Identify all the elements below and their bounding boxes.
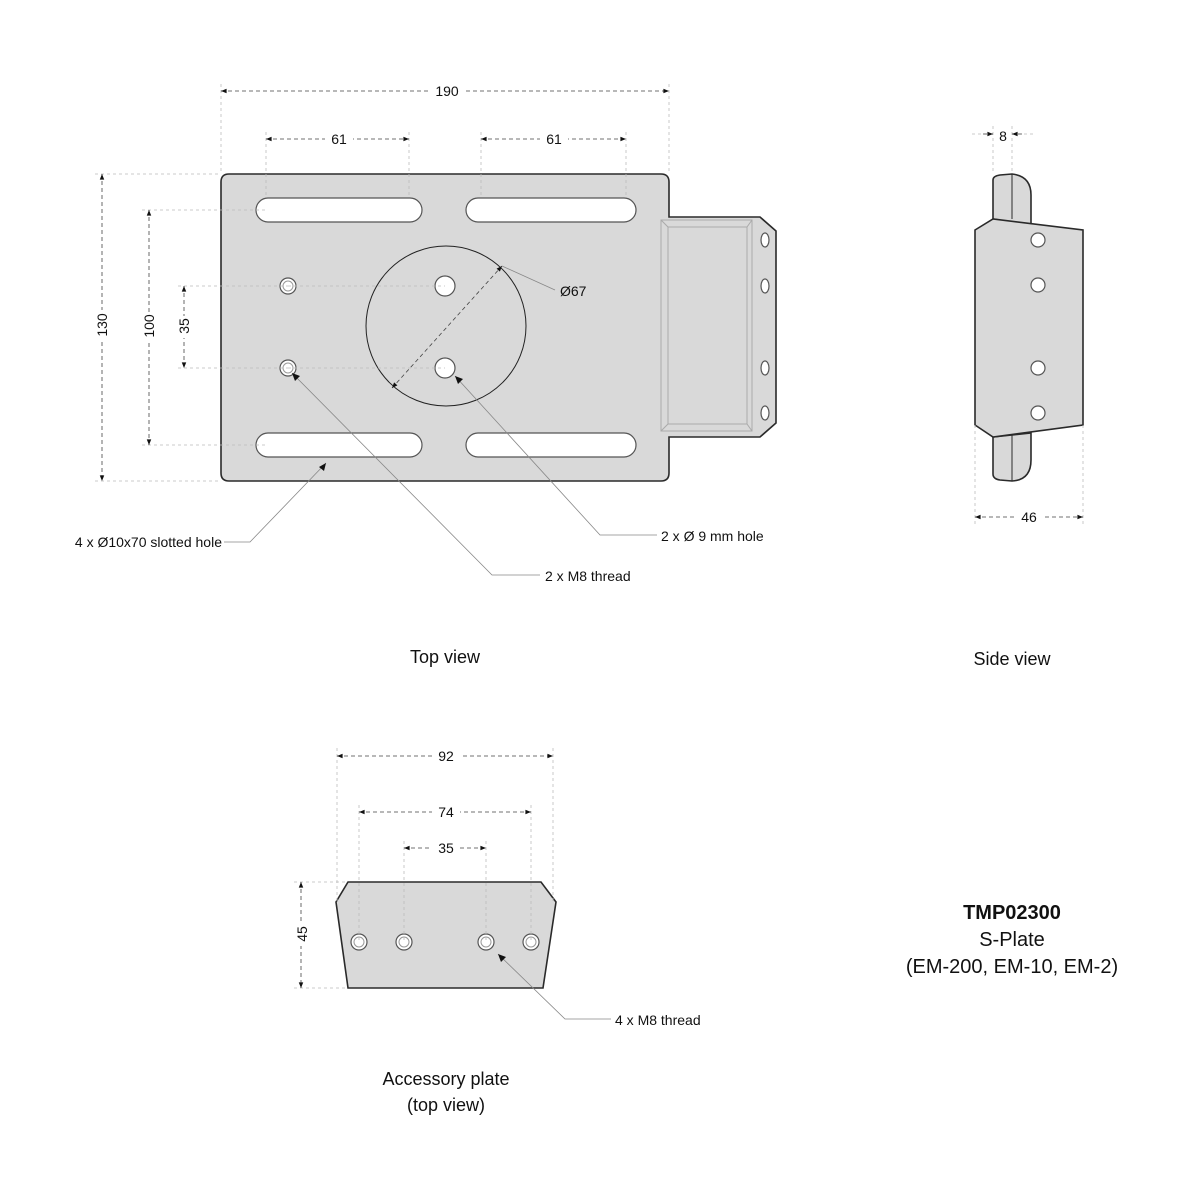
- caption-side-view: Side view: [973, 649, 1051, 669]
- callout-slotted-hole: 4 x Ø10x70 slotted hole: [75, 534, 222, 550]
- part-models: (EM-200, EM-10, EM-2): [906, 956, 1118, 978]
- side-view: 8 46 Side view: [972, 126, 1084, 669]
- dim-thread-span: 35: [176, 318, 192, 334]
- dim-outer: 92: [438, 748, 454, 764]
- dim-height: 130: [94, 313, 110, 337]
- mount-circle: [365, 245, 527, 407]
- callout-m8-thread: 4 x M8 thread: [615, 1012, 701, 1028]
- caption-accessory-sub: (top view): [407, 1095, 485, 1115]
- dim-height: 45: [294, 926, 310, 942]
- part-number: TMP02300: [963, 902, 1061, 924]
- accessory-plate: 92 74 35 45 4 x M8 thread Accessory plat…: [292, 747, 701, 1115]
- dim-circle: Ø67: [560, 283, 587, 299]
- top-view: 190 61 61 130 100 35 Ø67 4 x Ø10x70 slot…: [75, 82, 777, 667]
- bracket-holes: [760, 232, 770, 421]
- dim-thickness: 8: [999, 128, 1007, 144]
- dim-slot-right: 61: [546, 131, 562, 147]
- slotted-holes: [255, 197, 637, 458]
- caption-accessory: Accessory plate: [382, 1069, 509, 1089]
- bracket-inner: [660, 219, 753, 432]
- part-name: S-Plate: [979, 929, 1045, 951]
- callout-9mm-hole: 2 x Ø 9 mm hole: [661, 528, 764, 544]
- dim-middle: 74: [438, 804, 454, 820]
- dim-width: 190: [435, 83, 459, 99]
- title-block: TMP02300 S-Plate (EM-200, EM-10, EM-2): [906, 902, 1118, 978]
- callout-m8-thread: 2 x M8 thread: [545, 568, 631, 584]
- side-body: [974, 218, 1084, 438]
- caption-top-view: Top view: [410, 647, 481, 667]
- dim-slot-left: 61: [331, 131, 347, 147]
- dim-inner: 35: [438, 840, 454, 856]
- dim-depth: 46: [1021, 509, 1037, 525]
- dim-slot-span: 100: [141, 314, 157, 338]
